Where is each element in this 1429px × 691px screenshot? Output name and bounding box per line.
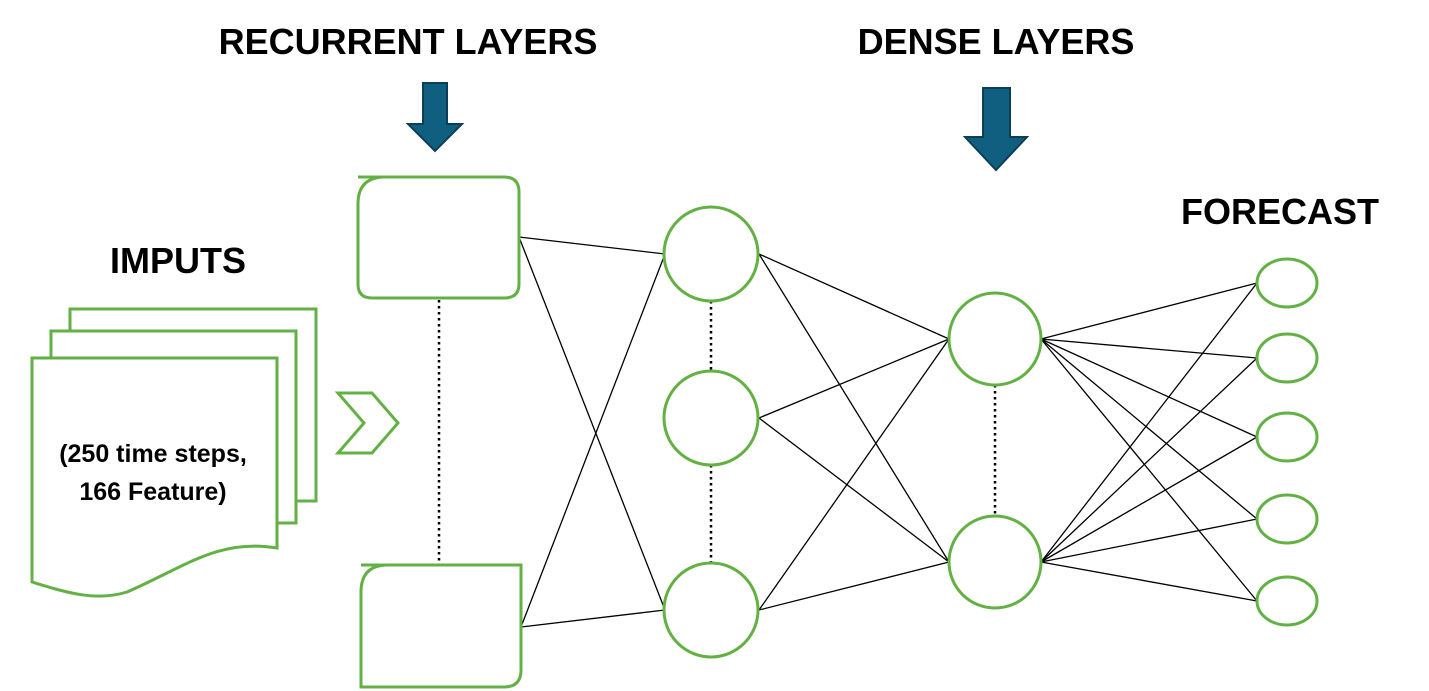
forecast-node-2: [1255, 332, 1319, 384]
input-description-line-1: (250 time steps,: [59, 440, 247, 468]
forecast-node-3: [1255, 411, 1319, 463]
recurrent-down-arrow-icon: [405, 82, 465, 153]
forecast-node-5: [1255, 575, 1319, 627]
dense-down-arrow-icon: [962, 87, 1030, 172]
connections-dense2-to-forecast: [1040, 282, 1258, 602]
dense2-node-2: [947, 514, 1043, 610]
recurrent-unit-top: [356, 175, 521, 300]
input-description-line-2: 166 Feature): [79, 478, 226, 506]
connections-recurrent-to-dense1: [518, 236, 666, 628]
forecast-node-4: [1255, 493, 1319, 545]
recurrent-layers-heading: RECURRENT LAYERS: [219, 21, 598, 62]
dense2-node-1: [947, 291, 1043, 387]
input-documents: [30, 307, 318, 598]
dense1-node-2: [662, 369, 760, 467]
recurrent-unit-bottom: [359, 563, 523, 689]
forecast-node-1: [1255, 257, 1319, 309]
forecast-heading: FORECAST: [1181, 191, 1379, 232]
dense1-node-1: [662, 205, 760, 303]
inputs-heading: IMPUTS: [110, 240, 246, 281]
input-document-front: [30, 356, 279, 598]
chevron-right-icon: [334, 391, 400, 455]
dense1-node-3: [662, 561, 760, 659]
connections-dense1-to-dense2: [758, 253, 950, 611]
dense-layers-heading: DENSE LAYERS: [858, 21, 1135, 62]
